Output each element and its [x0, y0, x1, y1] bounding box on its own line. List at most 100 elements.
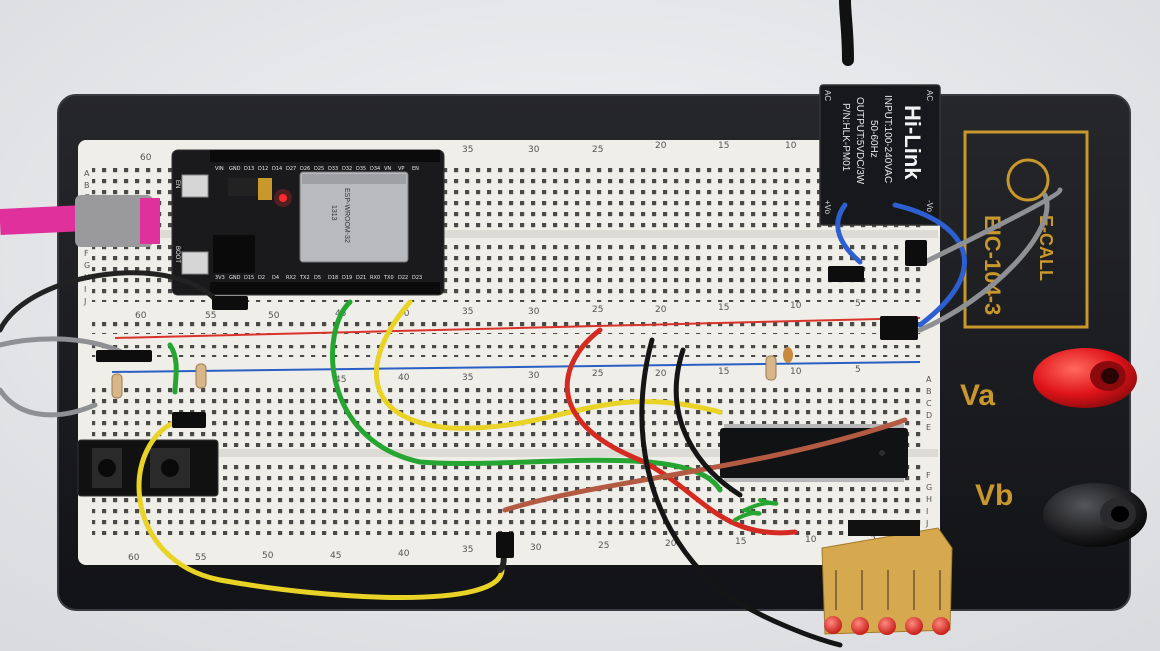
row-letters-right: ABC DE FGH IJ [925, 375, 932, 528]
col-num-bottom: 45 [330, 551, 341, 561]
svg-text:C: C [926, 399, 932, 408]
svg-text:15: 15 [718, 367, 729, 377]
svg-text:10: 10 [790, 301, 802, 311]
svg-text:A: A [926, 375, 932, 384]
wire-green [167, 342, 179, 395]
resistor [195, 363, 207, 389]
svg-text:F: F [926, 471, 931, 480]
led-red [824, 616, 842, 634]
svg-text:D21: D21 [356, 275, 366, 281]
svg-text:D23: D23 [412, 275, 422, 281]
svg-text:B: B [84, 181, 90, 190]
esp32-pin-labels-bottom: 3V3 GND D15 D2 D4 RX2 TX2 D5 D18 D19 D21… [215, 275, 422, 281]
svg-text:15: 15 [718, 303, 729, 313]
base-plate-brand: E-CALL [1036, 215, 1056, 281]
svg-text:5: 5 [855, 299, 861, 309]
dip-ic-chip [720, 424, 908, 482]
wire-yellow [373, 299, 723, 431]
svg-text:10: 10 [790, 367, 802, 377]
svg-text:D15: D15 [244, 275, 254, 281]
wire-gray [917, 192, 1050, 333]
wire-brown [502, 417, 908, 513]
red-binding-post[interactable] [1033, 348, 1137, 408]
esp32-power-led [279, 194, 287, 202]
esp32-en-button[interactable] [181, 174, 209, 198]
svg-text:50: 50 [268, 311, 280, 321]
terminal-label-a: Va [960, 379, 995, 412]
wire-gray [0, 336, 133, 359]
e-call-logo-icon [1006, 158, 1050, 202]
svg-text:GND: GND [229, 275, 241, 281]
svg-text:A: A [84, 169, 90, 178]
svg-text:D34: D34 [370, 166, 380, 172]
svg-text:D12: D12 [258, 166, 268, 172]
svg-text:D4: D4 [272, 275, 279, 281]
svg-text:D14: D14 [272, 166, 282, 172]
svg-text:30: 30 [528, 307, 540, 317]
svg-text:TX0: TX0 [383, 275, 394, 281]
wire-black [639, 337, 843, 648]
svg-text:D26: D26 [300, 166, 310, 172]
wire-black [0, 270, 223, 333]
svg-text:G: G [926, 483, 932, 492]
tact-switch-module[interactable] [77, 439, 219, 497]
esp32-boot-button[interactable] [181, 251, 209, 275]
hi-link-part: P/N:HLK-PM01 [840, 103, 851, 172]
svg-text:D5: D5 [314, 275, 321, 281]
svg-text:20: 20 [655, 305, 667, 315]
svg-text:D2: D2 [258, 275, 265, 281]
esp32-module-text: ESP-WROOM-32 [343, 188, 350, 243]
wire-yellow [136, 417, 505, 600]
esp32-pin-labels-top: VIN GND D13 D12 D14 D27 D26 D25 D33 D32 … [215, 166, 419, 172]
col-num-bottom: 50 [262, 551, 274, 561]
terminal-label-b: Vb [975, 479, 1013, 512]
svg-text:VIN: VIN [215, 166, 224, 172]
svg-text:25: 25 [592, 305, 603, 315]
led-red [851, 617, 869, 635]
svg-text:60: 60 [135, 311, 147, 321]
col-num-bottom: 20 [665, 539, 677, 549]
wire-red [564, 327, 798, 536]
col-num-top: 35 [462, 145, 473, 155]
svg-text:VN: VN [384, 166, 391, 172]
wire-black [673, 347, 743, 498]
svg-text:45: 45 [335, 375, 346, 385]
wire-green [330, 299, 723, 493]
svg-text:35: 35 [462, 307, 473, 317]
black-binding-post[interactable] [1043, 483, 1147, 547]
svg-text:20: 20 [655, 369, 667, 379]
col-num-bottom: 5 [870, 533, 876, 543]
led-red [878, 617, 896, 635]
hi-link-power-module: Hi-Link INPUT:100-240VAC 50-60Hz OUTPUT:… [819, 84, 941, 226]
svg-text:I: I [84, 285, 86, 294]
svg-text:E: E [926, 423, 931, 432]
esp32-dev-board: VIN GND D13 D12 D14 D27 D26 D25 D33 D32 … [171, 149, 445, 296]
power-rail-blue [111, 361, 921, 373]
resistor [765, 355, 777, 381]
col-num-top: 10 [785, 141, 797, 151]
svg-text:40: 40 [398, 309, 410, 319]
svg-text:G: G [84, 261, 90, 270]
col-num-top: 30 [528, 145, 540, 155]
wire-gray [0, 387, 98, 418]
svg-text:EN: EN [412, 166, 419, 172]
svg-text:40: 40 [398, 373, 410, 383]
hi-link-pin-vo-plus: +Vo [823, 200, 832, 215]
col-num-bottom: 35 [462, 545, 473, 555]
col-num-bottom: 10 [805, 535, 817, 545]
svg-text:RX0: RX0 [370, 275, 380, 281]
column-numbers-bottom: 60 55 50 45 40 35 30 25 20 15 10 5 [128, 533, 876, 563]
hi-link-pin-vo-minus: -Vo [925, 200, 934, 213]
svg-text:TX2: TX2 [299, 275, 310, 281]
col-num-top: 60 [140, 153, 152, 163]
svg-text:30: 30 [528, 371, 540, 381]
led-red [905, 617, 923, 635]
svg-text:D25: D25 [314, 166, 324, 172]
col-num-bottom: 40 [398, 549, 410, 559]
esp32-en-label: EN [174, 180, 180, 188]
col-num-top: 15 [718, 141, 729, 151]
capacitor [783, 347, 793, 363]
wire-gray [922, 187, 1063, 265]
